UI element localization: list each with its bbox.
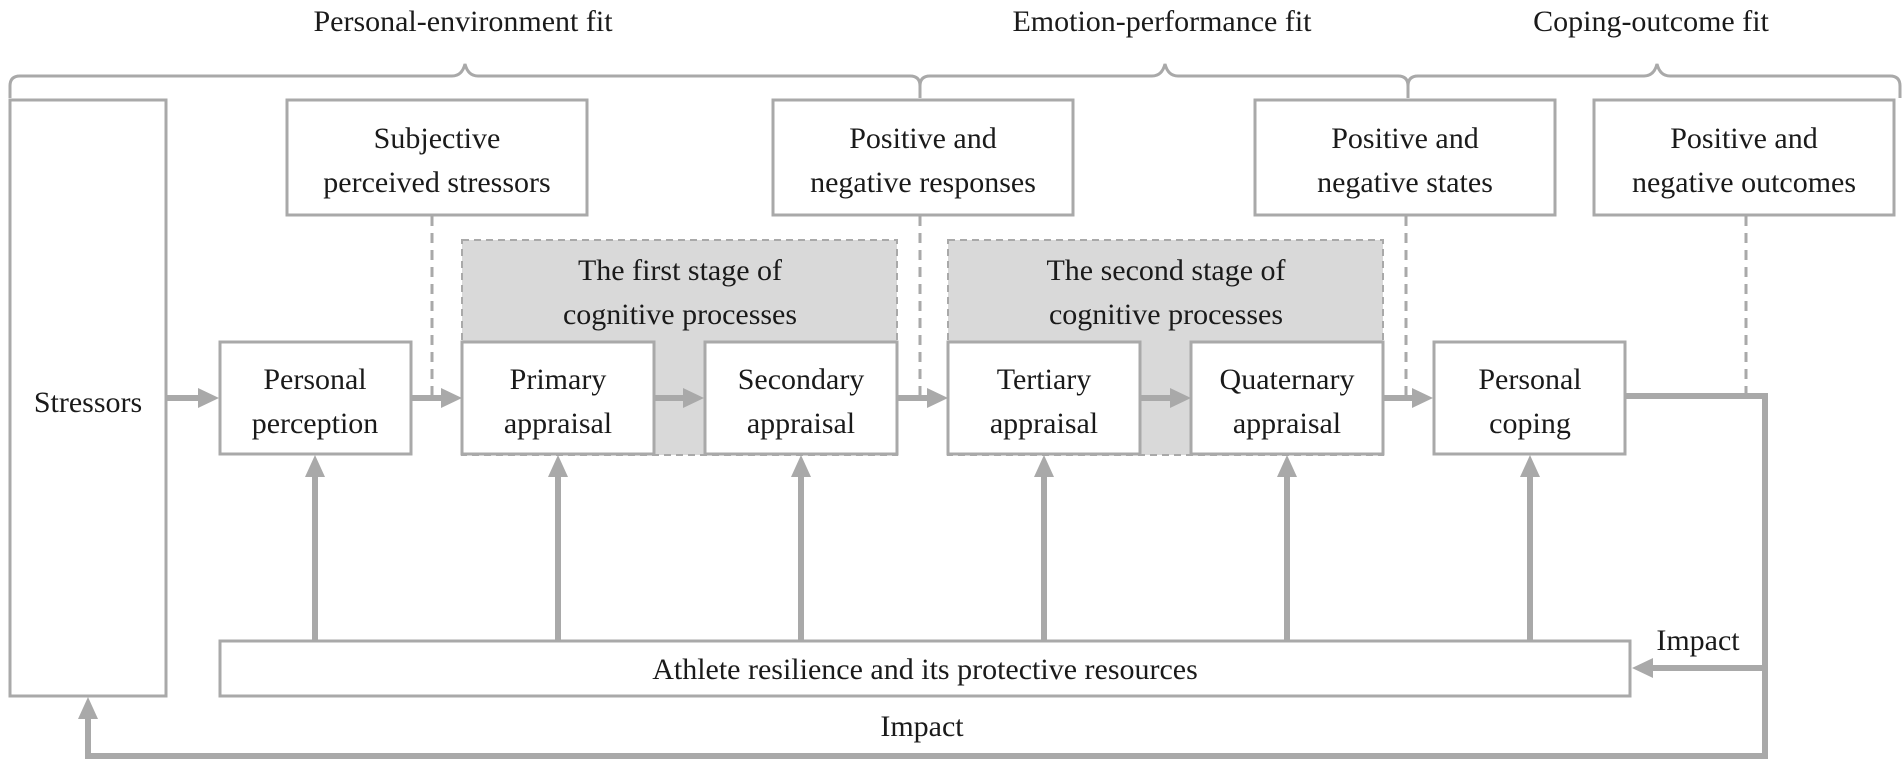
- arrowhead-up-primary: [548, 455, 568, 477]
- responses-line1: Positive and: [849, 122, 997, 155]
- personal-perception-line1: Personal: [263, 363, 366, 396]
- first-stage-line1: The first stage of: [578, 254, 782, 287]
- arrowhead-primary-secondary: [683, 388, 704, 408]
- quaternary-appraisal-line1: Quaternary: [1220, 363, 1355, 396]
- outcomes-line2: negative outcomes: [1632, 166, 1856, 199]
- tertiary-appraisal-line1: Tertiary: [997, 363, 1092, 396]
- impact-label-right: Impact: [1656, 624, 1740, 657]
- outcomes-line1: Positive and: [1670, 122, 1818, 155]
- arrowhead-up-perception: [305, 455, 325, 477]
- secondary-appraisal-box: [703, 340, 899, 456]
- personal-perception-line2: perception: [252, 407, 379, 440]
- resilience-label: Athlete resilience and its protective re…: [652, 653, 1198, 686]
- arrowhead-stressors-perception: [198, 388, 219, 408]
- arrowhead-up-tertiary: [1034, 455, 1054, 477]
- outcomes-box: [1592, 98, 1896, 217]
- responses-line2: negative responses: [810, 166, 1036, 199]
- arrowhead-secondary-tertiary: [927, 388, 948, 408]
- secondary-appraisal-line1: Secondary: [738, 363, 865, 396]
- brace-personal-environment: [8, 63, 922, 98]
- arrowhead-perception-primary: [441, 388, 462, 408]
- fit-label-coping-outcome: Coping-outcome fit: [1533, 5, 1769, 38]
- personal-coping-box: [1432, 340, 1627, 456]
- arrowhead-to-stressors: [78, 697, 98, 719]
- arrowhead-tertiary-quaternary: [1170, 388, 1191, 408]
- impact-label-bottom: Impact: [880, 710, 964, 743]
- primary-appraisal-line2: appraisal: [504, 407, 612, 440]
- brace-emotion-performance: [918, 63, 1410, 98]
- feedback-loop-line: [85, 393, 1768, 759]
- fit-label-emotion-performance: Emotion-performance fit: [1012, 5, 1312, 38]
- personal-coping-line1: Personal: [1478, 363, 1581, 396]
- subjective-stressors-box: [285, 98, 589, 217]
- secondary-appraisal-line2: appraisal: [747, 407, 855, 440]
- stressors-box: [8, 98, 168, 698]
- subjective-stressors-line2: perceived stressors: [323, 166, 550, 199]
- subjective-stressors-line1: Subjective: [374, 122, 501, 155]
- stressors-label: Stressors: [34, 386, 142, 419]
- resilience-box: [218, 639, 1632, 698]
- primary-appraisal-line1: Primary: [510, 363, 607, 396]
- arrowhead-impact-resilience: [1632, 658, 1653, 678]
- second-stage-line2: cognitive processes: [1049, 298, 1283, 331]
- brace-coping-outcome: [1406, 63, 1902, 98]
- tertiary-appraisal-box: [946, 340, 1142, 456]
- states-line2: negative states: [1317, 166, 1493, 199]
- states-box: [1253, 98, 1557, 217]
- arrowhead-quaternary-coping: [1412, 388, 1433, 408]
- states-line1: Positive and: [1331, 122, 1479, 155]
- arrowhead-up-coping: [1520, 455, 1540, 477]
- responses-box: [771, 98, 1075, 217]
- personal-perception-box: [218, 340, 413, 456]
- arrowhead-up-quaternary: [1277, 455, 1297, 477]
- primary-appraisal-box: [460, 340, 656, 456]
- first-stage-line2: cognitive processes: [563, 298, 797, 331]
- quaternary-appraisal-box: [1189, 340, 1385, 456]
- arrowhead-up-secondary: [791, 455, 811, 477]
- personal-coping-line2: coping: [1489, 407, 1571, 440]
- second-stage-line1: The second stage of: [1046, 254, 1285, 287]
- tertiary-appraisal-line2: appraisal: [990, 407, 1098, 440]
- fit-label-personal-environment: Personal-environment fit: [313, 5, 613, 38]
- quaternary-appraisal-line2: appraisal: [1233, 407, 1341, 440]
